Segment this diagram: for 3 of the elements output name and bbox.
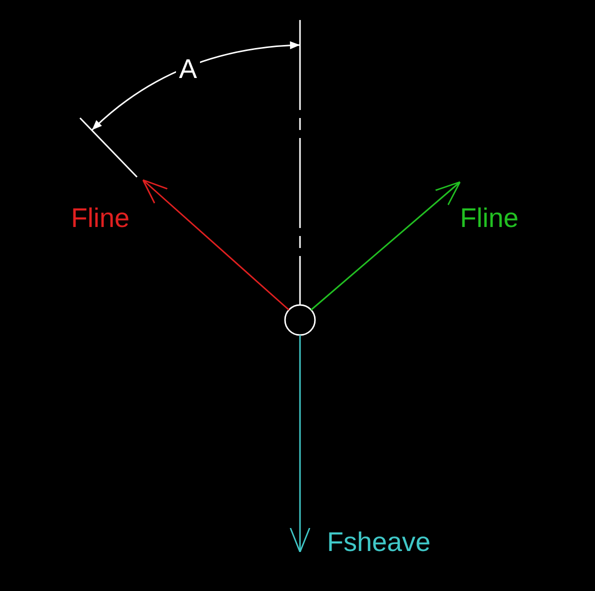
force-label: Fline — [460, 203, 519, 233]
force-label: Fsheave — [327, 527, 431, 557]
force-label: Fline — [71, 203, 130, 233]
